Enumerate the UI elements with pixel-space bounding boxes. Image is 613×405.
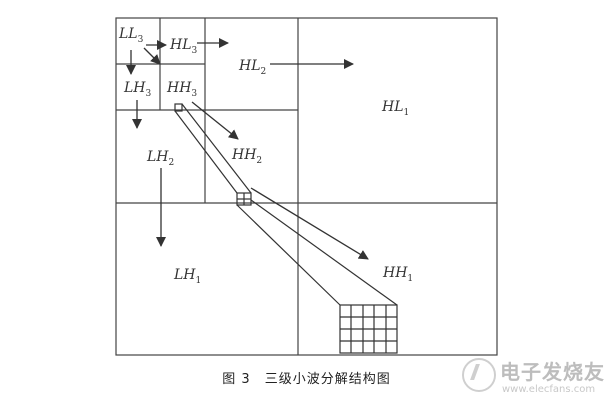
watermark-logo-icon [462,358,496,392]
caption-text: 三级小波分解结构图 [264,372,391,387]
hh2-to-hh1-link-top [236,204,341,306]
hh3-to-hh2-link-top [174,110,238,194]
figure-number: 图 3 [222,372,251,387]
arrow-hh3-to-hh2 [191,101,239,140]
hh2-to-hh1-link-bottom [250,199,398,306]
hh3-coefficient-square [174,103,183,112]
lh1-label: LH1 [174,267,202,286]
lh3-label: LH3 [124,80,152,99]
arrow-ll3-to-hh3 [143,47,161,65]
watermark: 电子发烧友 www.elecfans.com [462,352,610,402]
hl2-label: HL2 [239,58,267,77]
ll3-label: LL3 [119,26,144,45]
hh1-label: HH1 [383,265,414,284]
arrow-hh2-to-hh1 [250,187,369,260]
watermark-name: 电子发烧友 [500,360,605,384]
hl3-label: HL3 [170,37,198,56]
outer-frame [115,17,498,356]
watermark-url: www.elecfans.com [502,384,596,395]
hh1-coefficient-grid [339,304,398,354]
hh3-label: HH3 [167,80,198,99]
hl1-label: HL1 [382,99,410,118]
figure-caption: 图 3 三级小波分解结构图 [0,368,613,387]
hh3-to-hh2-link-bottom [181,103,252,194]
lh2-label: LH2 [147,149,175,168]
hh2-label: HH2 [232,147,263,166]
